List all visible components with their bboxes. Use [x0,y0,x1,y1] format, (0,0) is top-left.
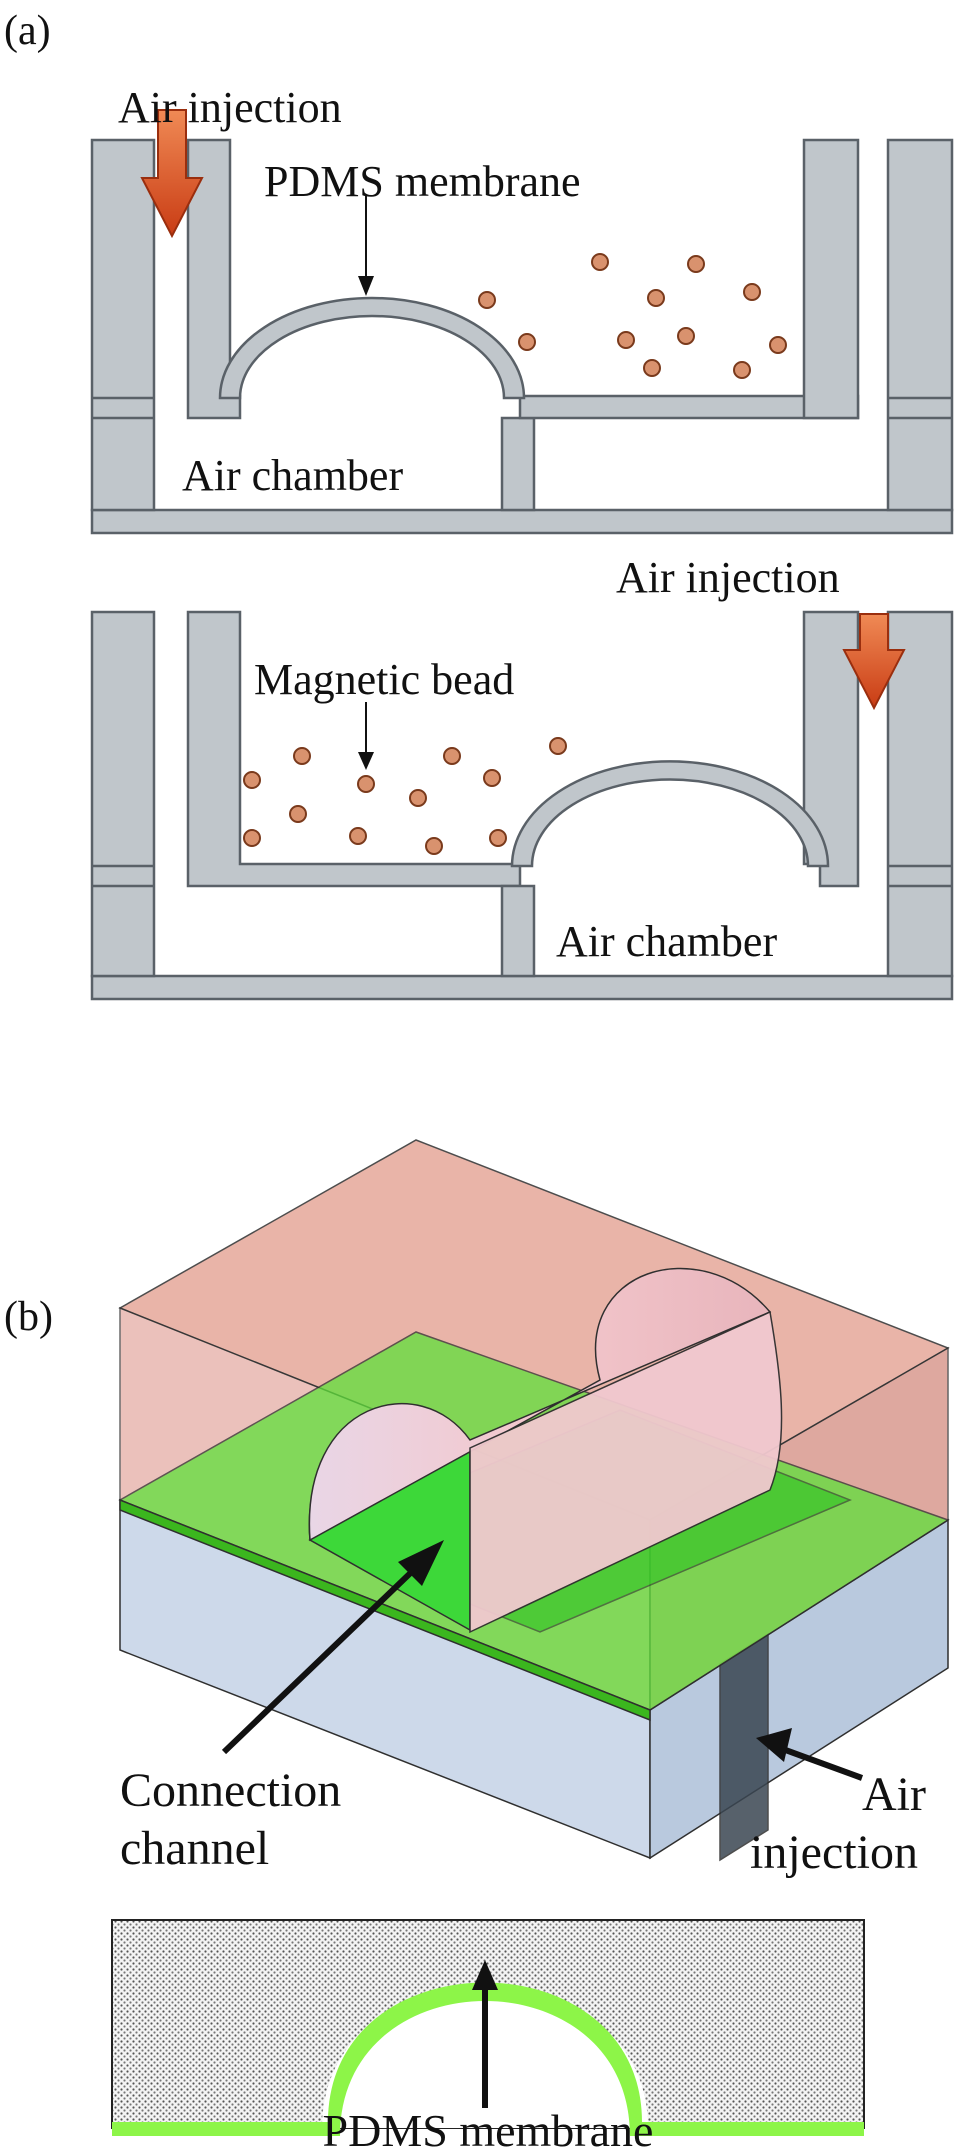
bead [518,333,536,351]
bottom-air-injection-label: Air injection [616,553,840,602]
top-air-injection-arrow-icon [140,109,204,239]
top-pdms-membrane [218,296,526,400]
bead [743,283,761,301]
bead [617,331,635,349]
top-middle-divider [500,416,536,512]
bead [549,737,567,755]
panel-b-tag: (b) [4,1294,53,1340]
bead [677,327,695,345]
dome-membrane-side [469,1310,783,1634]
bead [349,827,367,845]
bottom-air-injection-arrow-icon [842,613,906,711]
bottom-base [90,974,954,1001]
cross-section [111,1919,865,2136]
cross-section-membrane-label: PDMS membrane [323,2105,654,2152]
bottom-device [90,610,954,1001]
bead [425,837,443,855]
isometric-device [118,1139,950,1862]
air-injection-b-arrowhead-icon [756,1728,792,1762]
bead [643,359,661,377]
bottom-right-outer-wall [886,610,954,978]
air-label-line2: injection [750,1826,918,1879]
top-beads [478,253,787,379]
bead [243,829,261,847]
bead [357,775,375,793]
air-label-line1: Air [862,1768,926,1821]
bead [443,747,461,765]
bottom-middle-divider [500,884,536,978]
top-right-outer-wall [886,138,954,512]
bead [733,361,751,379]
top-right-inner-wall [802,138,860,420]
top-membrane-label: PDMS membrane [264,157,581,206]
bead [687,255,705,273]
bottom-air-chamber-label: Air chamber [556,917,777,966]
bead [591,253,609,271]
bottom-bead-label: Magnetic bead [254,655,514,704]
bead-pointer-icon [358,752,374,770]
bead [293,747,311,765]
top-air-chamber-label: Air chamber [182,451,403,500]
bottom-right-inner-wall [802,610,860,888]
bottom-left-inner-wall [186,610,522,888]
top-left-outer-wall [90,138,156,512]
connection-arrowhead-icon [398,1540,444,1586]
bead [289,805,307,823]
bead [243,771,261,789]
bottom-pdms-membrane [510,760,830,868]
top-device [90,109,954,535]
top-air-injection-label: Air injection [118,83,342,132]
bead [483,769,501,787]
connection-channel-arrow [221,1540,444,1755]
connection-label-line2: channel [120,1822,269,1875]
bead [409,789,427,807]
top-membrane-pointer-icon [358,276,374,296]
bead [769,336,787,354]
bottom-left-outer-wall [90,610,156,978]
green-layer-edge [119,1498,651,1722]
top-base [90,508,954,535]
bottom-beads [243,737,567,855]
panel-a-tag: (a) [4,8,51,54]
cross-section-arrow-icon [472,1960,498,1990]
bead [647,289,665,307]
connection-label-line1: Connection [120,1764,341,1817]
air-injection-arrow-b [756,1728,864,1781]
bead [489,829,507,847]
bead [478,291,496,309]
